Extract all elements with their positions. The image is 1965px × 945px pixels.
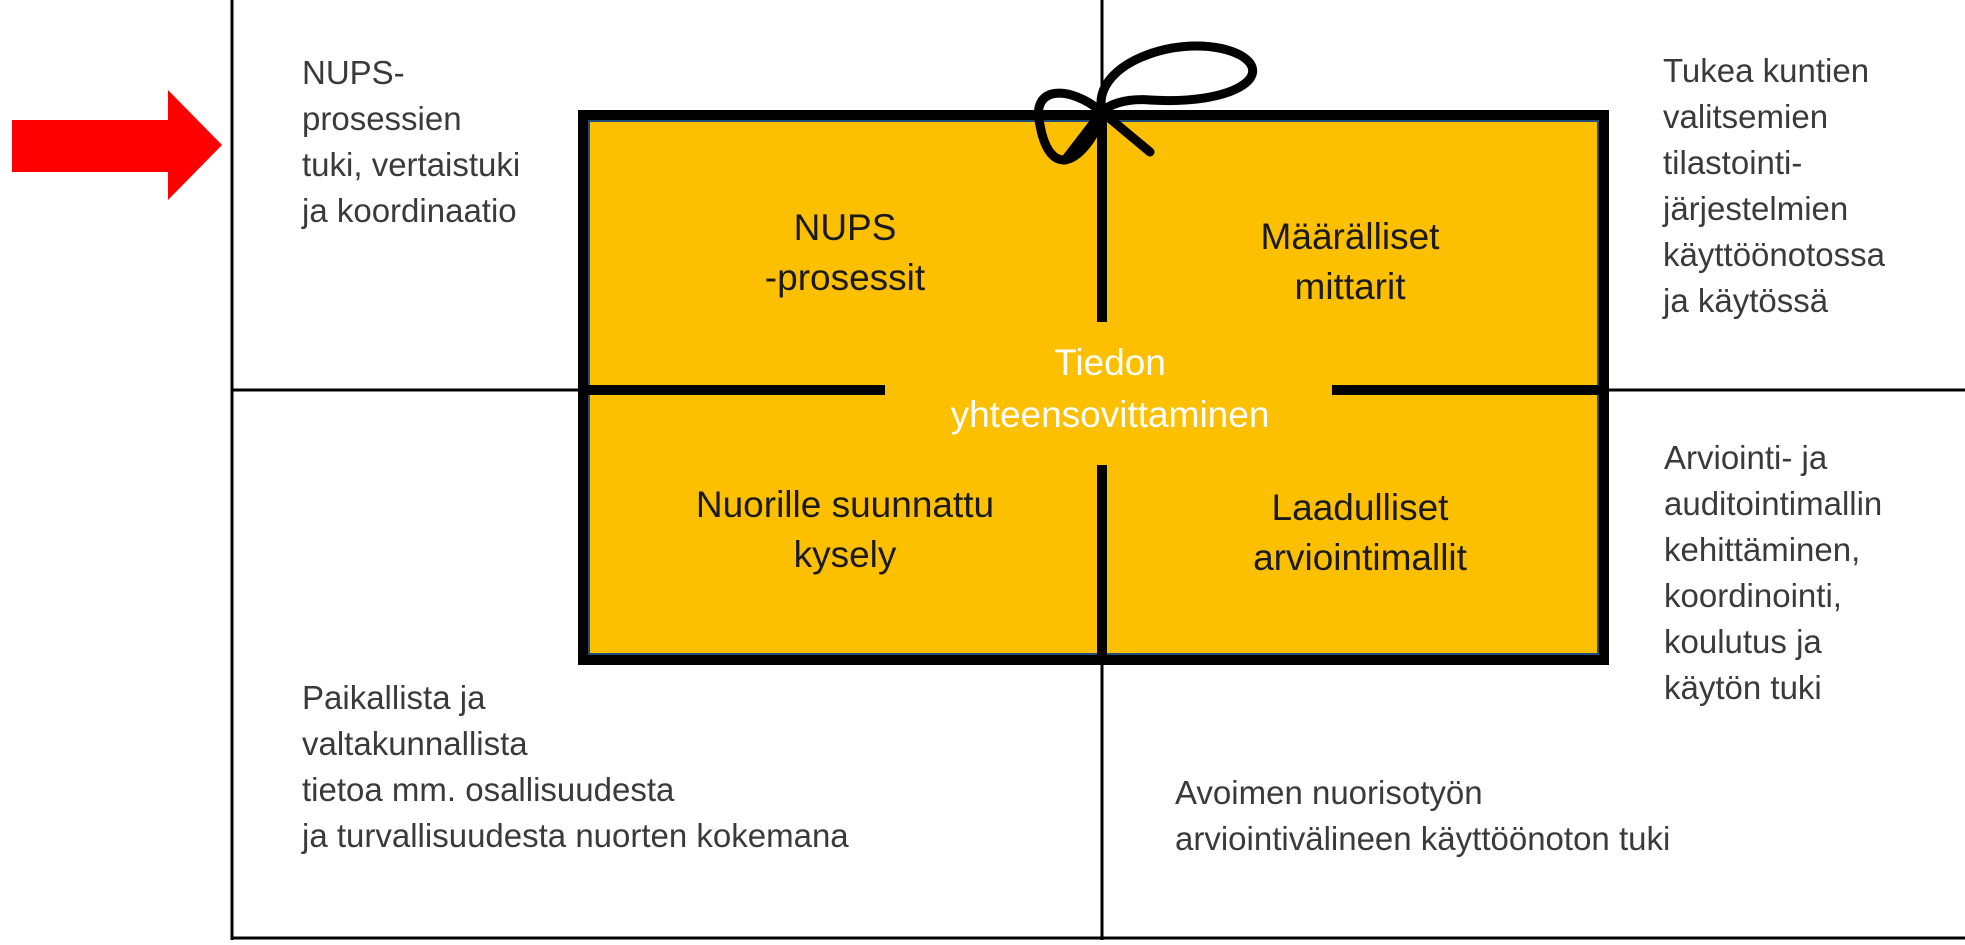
top-right-text: Tukea kuntien valitsemien tilastointi- j…	[1663, 52, 1885, 319]
quadrant-maaralliset-mittarit: Määrälliset mittarit	[1260, 216, 1440, 307]
top-left-text: NUPS- prosessien tuki, vertaistuki ja ko…	[302, 54, 521, 229]
red-arrow-right-icon	[12, 90, 222, 200]
quadrant-nuorille-suunnattu-kysely: Nuorille suunnattu kysely	[695, 484, 995, 575]
center-label: Tiedon yhteensovittaminen	[950, 342, 1270, 435]
right-middle-text: Arviointi- ja auditointimallin kehittämi…	[1664, 439, 1883, 706]
gift-bow-icon	[1034, 41, 1257, 165]
bottom-right-text: Avoimen nuorisotyön arviointivälineen kä…	[1175, 774, 1671, 857]
quadrant-nups-prosessit: NUPS -prosessit	[764, 207, 926, 298]
bottom-left-text: Paikallista ja valtakunnallista tietoa m…	[302, 679, 849, 854]
quadrant-laadulliset-arviointimallit: Laadulliset arviointimallit	[1253, 487, 1467, 578]
